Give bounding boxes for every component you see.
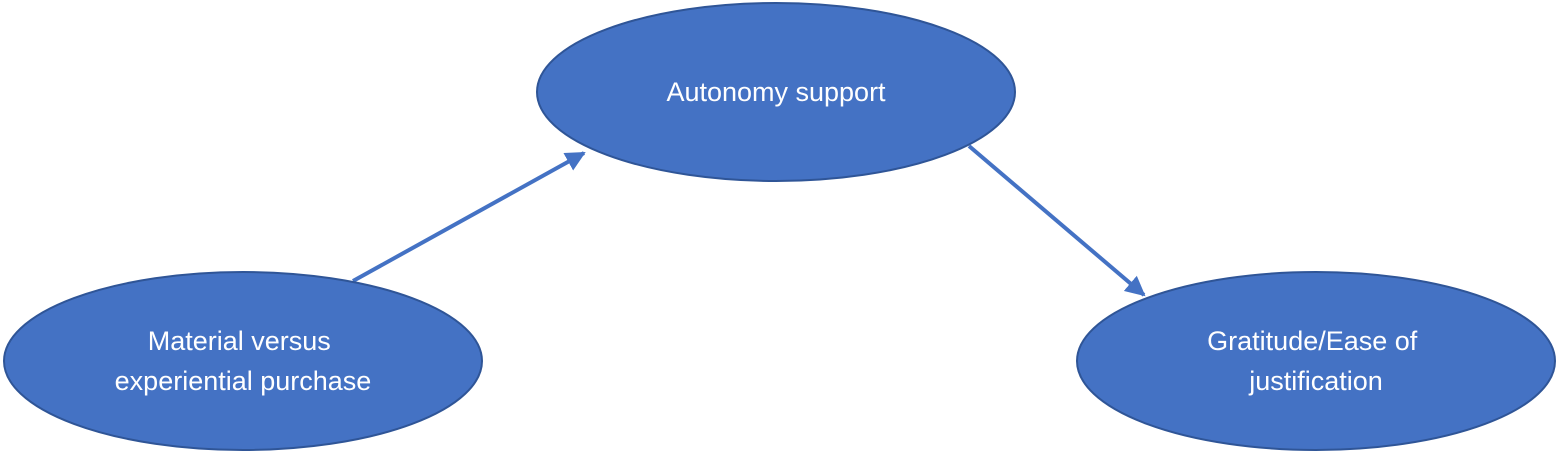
node-autonomy-support: Autonomy support	[536, 2, 1016, 182]
node-gratitude-ease: Gratitude/Ease of justification	[1076, 271, 1556, 451]
node-gratitude-ease-shape	[1076, 271, 1556, 451]
svg-text:Autonomy support: Autonomy support	[666, 77, 886, 107]
node-autonomy-support-shape	[536, 2, 1016, 182]
node-material-label-line-2: experiential purchase	[115, 366, 372, 396]
node-material-vs-experiential: Material versus experiential purchase	[3, 271, 483, 451]
node-material-vs-experiential-shape	[3, 271, 483, 451]
arrow-material-to-autonomy	[352, 151, 586, 283]
node-material-label-line-1: Material versus	[148, 326, 331, 356]
svg-text:Material versus experien: Material versus experiential purchase	[115, 326, 372, 396]
svg-text:Gratitude/Ease of justif: Gratitude/Ease of justification	[1207, 326, 1425, 396]
node-gratitude-label-line-2: justification	[1248, 366, 1383, 396]
node-autonomy-support-label-line-1: Autonomy support	[666, 77, 886, 107]
node-gratitude-label-line-1: Gratitude/Ease of	[1207, 326, 1418, 356]
arrow-autonomy-to-gratitude	[967, 144, 1146, 297]
